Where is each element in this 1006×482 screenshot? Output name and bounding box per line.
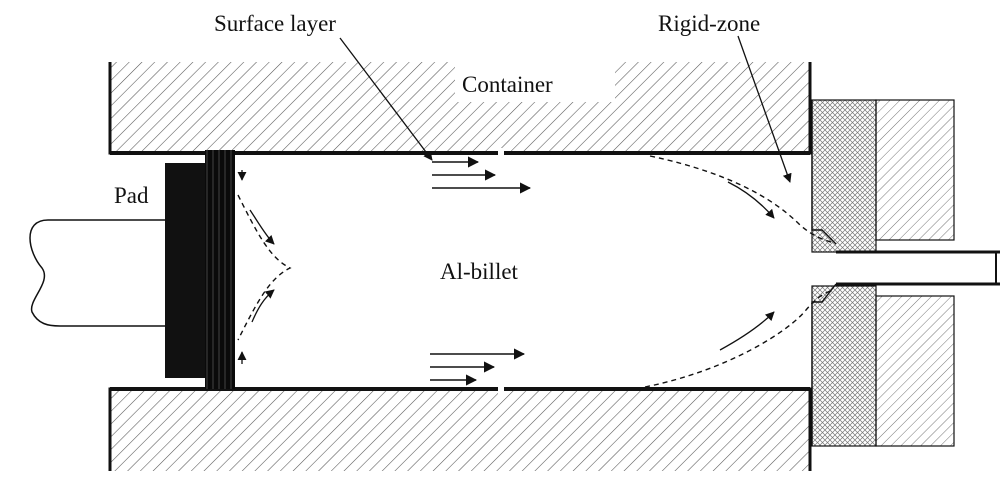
rigid-zone-label: Rigid-zone bbox=[658, 11, 760, 36]
pad-dead-zone-boundary bbox=[237, 170, 292, 364]
billet-label: Al-billet bbox=[440, 259, 519, 284]
rigid-zone-boundary bbox=[644, 155, 835, 388]
die bbox=[811, 99, 955, 447]
pad-label: Pad bbox=[114, 183, 149, 208]
extruded-profile bbox=[836, 250, 1000, 286]
container-bottom-wall bbox=[108, 384, 812, 471]
pad bbox=[165, 150, 235, 389]
container-label: Container bbox=[462, 72, 553, 97]
surface-flow-arrows-top bbox=[432, 156, 532, 194]
ram-stem bbox=[29, 219, 165, 327]
surface-layer-label: Surface layer bbox=[214, 11, 336, 36]
container-top-wall bbox=[108, 62, 812, 158]
rigid-zone-leader bbox=[737, 35, 792, 183]
surface-layer-leader bbox=[339, 37, 433, 161]
surface-flow-arrows-bottom bbox=[430, 348, 526, 386]
